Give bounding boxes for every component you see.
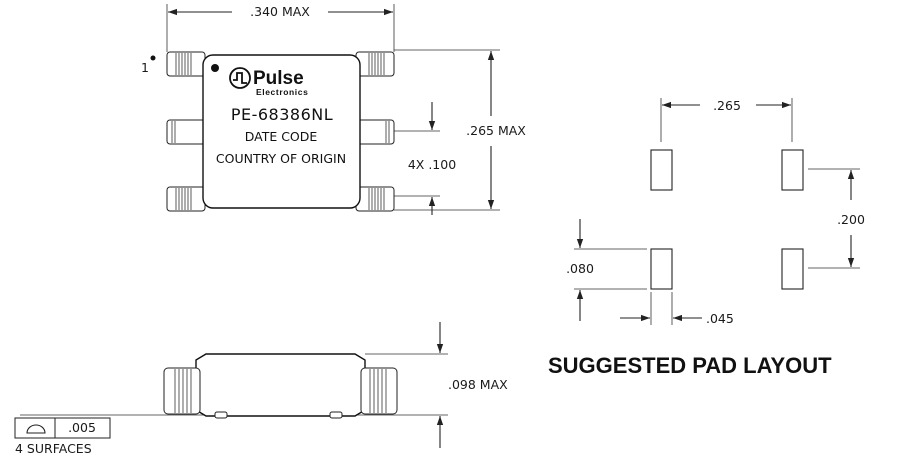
part-number: PE-68386NL bbox=[231, 105, 333, 124]
country-of-origin-line: COUNTRY OF ORIGIN bbox=[216, 151, 346, 166]
right-pins bbox=[355, 51, 395, 212]
pad-bottom-right bbox=[781, 248, 804, 290]
width-dimension: .340 MAX bbox=[166, 4, 395, 52]
flatness-note: 4 SURFACES bbox=[15, 441, 92, 456]
component-body bbox=[202, 54, 361, 209]
pin1-label: 1 bbox=[141, 60, 149, 75]
pitch-dimension-label: 4X .100 bbox=[408, 157, 456, 172]
width-dimension-label: .340 MAX bbox=[250, 4, 310, 19]
pad-vertical-pitch: .200 bbox=[837, 212, 865, 227]
top-view: .340 MAX .265 MAX 4X .100 1 bbox=[141, 4, 526, 215]
flatness-frame: .005 bbox=[14, 417, 111, 439]
pad-layout-title: SUGGESTED PAD LAYOUT bbox=[548, 353, 832, 378]
side-view: .098 MAX .005 4 SURFACES bbox=[14, 322, 508, 456]
pad-width-label: .045 bbox=[706, 311, 734, 326]
pitch-dimension: 4X .100 bbox=[394, 102, 456, 215]
flatness-tolerance: .005 bbox=[68, 420, 96, 435]
brand-name: Pulse bbox=[253, 68, 304, 89]
flatness-icon bbox=[26, 424, 46, 434]
pad-bottom-left bbox=[650, 248, 673, 290]
pad-top-right bbox=[781, 149, 804, 191]
pin1-dot bbox=[150, 55, 156, 61]
pad-layout: .265 .200 .080 .045 SUGGESTED PAD LAYOUT bbox=[548, 98, 865, 378]
date-code-line: DATE CODE bbox=[245, 129, 318, 144]
height-dimension: .265 MAX bbox=[394, 49, 526, 211]
left-pins bbox=[166, 51, 206, 212]
pad-top-left bbox=[650, 149, 673, 191]
pad-horizontal-pitch: .265 bbox=[713, 98, 741, 113]
body-pin1-dot bbox=[211, 64, 219, 72]
pad-length-label: .080 bbox=[566, 261, 594, 276]
side-body bbox=[195, 353, 366, 417]
brand-logo: Pulse Electronics bbox=[229, 67, 308, 97]
side-height-label: .098 MAX bbox=[448, 377, 508, 392]
pulse-logo-icon bbox=[229, 67, 251, 89]
brand-subtitle: Electronics bbox=[256, 87, 308, 97]
height-dimension-label: .265 MAX bbox=[466, 123, 526, 138]
